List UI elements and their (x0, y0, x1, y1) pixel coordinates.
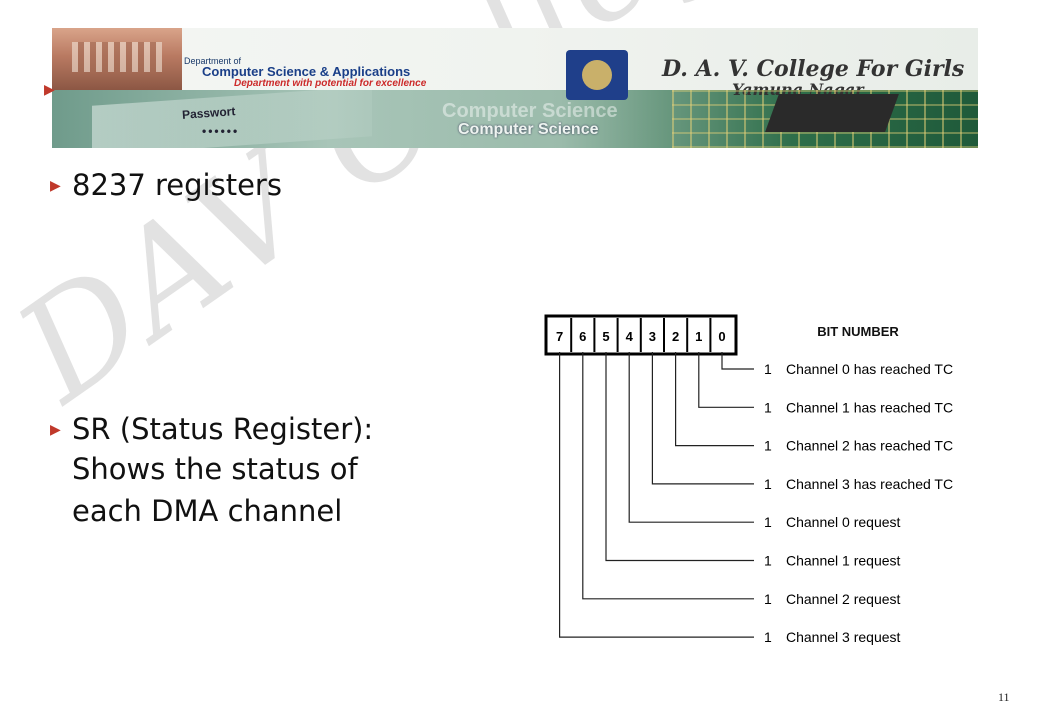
college-building-photo (52, 28, 182, 90)
banner-ghost-text: Computer Science (442, 100, 618, 122)
college-logo-icon (566, 50, 628, 100)
bullet-arrow-icon: ▶ (50, 422, 61, 438)
bit-cell-label: 6 (579, 329, 586, 344)
bullet-text-sr-line2: Shows the status of (72, 452, 358, 486)
bit-cell-label: 4 (626, 329, 634, 344)
bit-value-label: 1 (764, 438, 772, 454)
bit-cell-label: 5 (602, 329, 609, 344)
bit-description-label: Channel 0 has reached TC (786, 361, 953, 377)
bit-value-label: 1 (764, 591, 772, 607)
bit-connector-line (582, 352, 754, 600)
bit-number-header: BIT NUMBER (817, 324, 899, 339)
bit-connector-line (675, 352, 754, 447)
banner-text: Computer Science (458, 121, 599, 138)
dept-line1: Department of (184, 56, 242, 66)
bullet-arrow-icon: ▶ (44, 82, 55, 98)
header-banner: Department of Computer Science & Applica… (52, 28, 978, 148)
bit-connector-line (721, 352, 754, 370)
college-name: D. A. V. College For Girls (662, 56, 965, 82)
bit-cell-label: 7 (556, 329, 563, 344)
bit-description-label: Channel 1 has reached TC (786, 399, 953, 415)
bit-description-label: Channel 2 has reached TC (786, 438, 953, 454)
bit-value-label: 1 (764, 629, 772, 645)
bit-description-label: Channel 3 request (786, 629, 901, 645)
bit-cell-label: 3 (649, 329, 656, 344)
page-number: 11 (998, 690, 1010, 704)
bit-description-label: Channel 1 request (786, 553, 901, 569)
password-dots: •••••• (202, 124, 240, 138)
bit-connector-line (698, 352, 754, 408)
bullet-text-sr-line1: SR (Status Register): (72, 412, 374, 446)
bit-value-label: 1 (764, 476, 772, 492)
bit-cell-label: 2 (672, 329, 679, 344)
bullet-arrow-icon: ▶ (50, 178, 61, 194)
bullet-text-registers: 8237 registers (72, 168, 282, 202)
dept-tagline: Department with potential for excellence (234, 78, 427, 89)
bullet-text-sr-line3: each DMA channel (72, 494, 343, 528)
bit-connector-line (605, 352, 754, 562)
bit-cell-label: 0 (718, 329, 725, 344)
bit-connector-line (651, 352, 754, 485)
banner-top-strip (52, 28, 978, 90)
bit-description-label: Channel 2 request (786, 591, 901, 607)
bit-value-label: 1 (764, 553, 772, 569)
bit-description-label: Channel 3 has reached TC (786, 476, 953, 492)
bit-value-label: 1 (764, 399, 772, 415)
bit-value-label: 1 (764, 361, 772, 377)
bit-cell-label: 1 (695, 329, 702, 344)
dept-line2: Computer Science & Applications (202, 64, 411, 79)
bit-value-label: 1 (764, 514, 772, 530)
bit-connector-line (628, 352, 754, 523)
bit-description-label: Channel 0 request (786, 514, 901, 530)
bit-connector-line (559, 352, 754, 638)
